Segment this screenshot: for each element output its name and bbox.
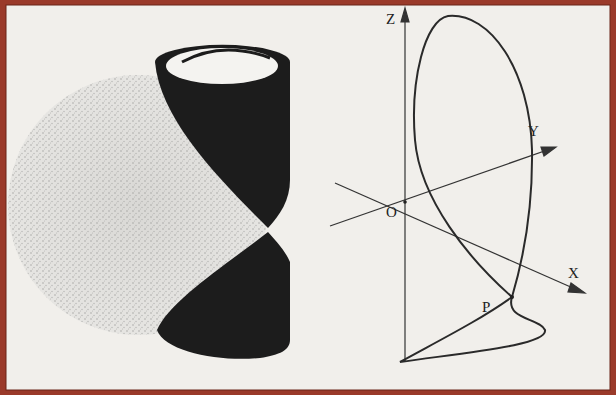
axis-label: X xyxy=(568,266,579,281)
point-label: P xyxy=(482,300,490,315)
axis-label: Y xyxy=(528,124,539,139)
cylinder-lower xyxy=(157,232,290,359)
cylinder-upper xyxy=(155,45,290,228)
axis-label: Z xyxy=(386,12,395,27)
viviani-curve xyxy=(400,16,545,362)
paper xyxy=(6,5,610,390)
axes xyxy=(330,8,585,362)
cylinder-opening xyxy=(166,48,278,84)
origin-label: O xyxy=(386,205,397,220)
point-p xyxy=(510,295,514,299)
origin xyxy=(403,200,407,204)
